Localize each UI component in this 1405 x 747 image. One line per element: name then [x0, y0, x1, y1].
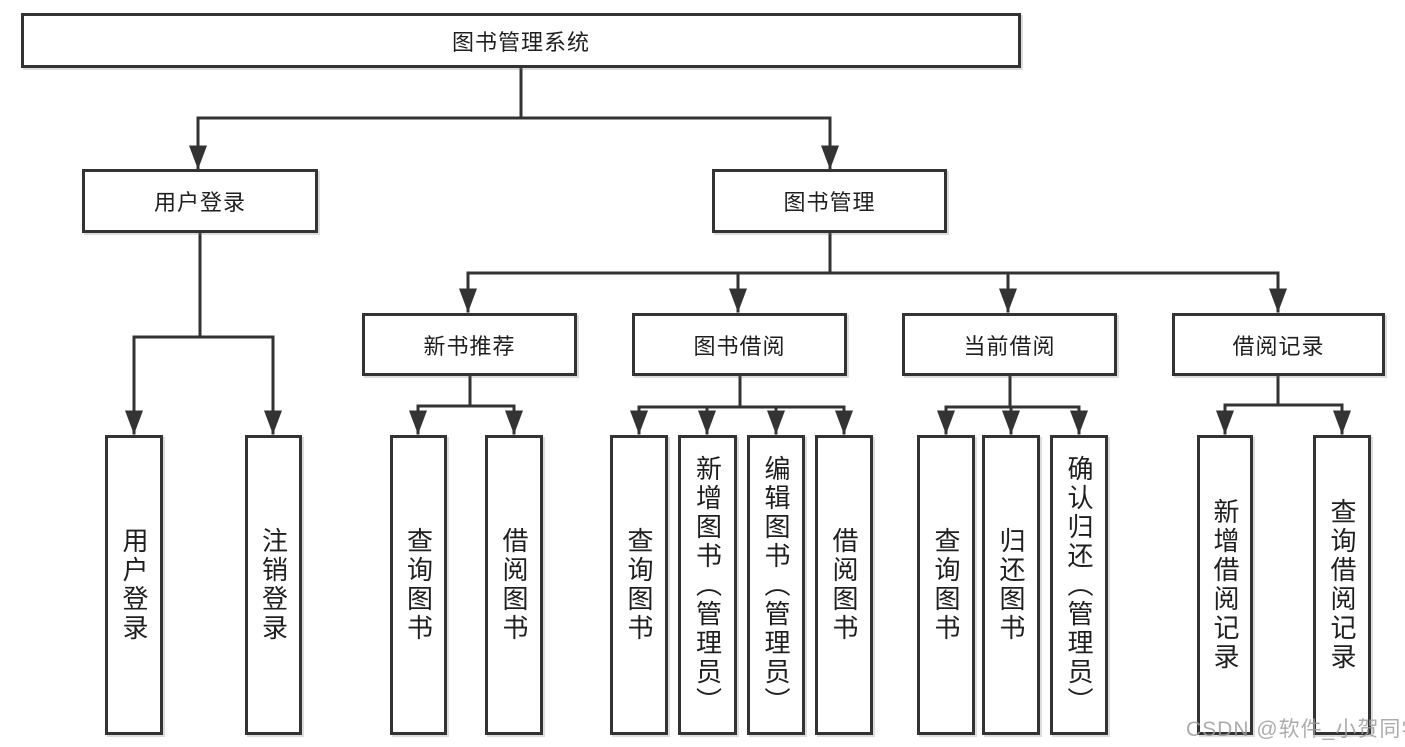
leaf-borrow-books: 借阅图书: [815, 435, 873, 735]
leaf-query-books-borrow: 查询图书: [610, 435, 668, 735]
node-borrow-records: 借阅记录: [1172, 313, 1385, 376]
connector-borrow-records-bus: [1223, 374, 1344, 407]
connector-root-bus: [196, 66, 832, 120]
connector-book-borrow-bus: [637, 374, 846, 409]
leaf-user-login: 用户登录: [105, 435, 163, 735]
leaf-logout: 注销登录: [245, 435, 302, 735]
node-user-login: 用户登录: [82, 169, 318, 233]
leaf-add-book-admin: 新增图书（管理员）: [678, 435, 737, 735]
node-current-borrow: 当前借阅: [902, 313, 1117, 376]
watermark: CSDN @软件_小贺同学: [1186, 718, 1405, 741]
connector-user-login-bus: [132, 231, 275, 339]
connector-current-borrow-bus: [944, 374, 1081, 409]
leaf-query-books-recommend: 查询图书: [390, 435, 447, 735]
leaf-query-borrow-record: 查询借阅记录: [1313, 435, 1371, 735]
leaf-query-books-current: 查询图书: [917, 435, 975, 735]
leaf-return-books: 归还图书: [982, 435, 1040, 735]
connector-new-book-bus: [416, 374, 516, 408]
node-root-system: 图书管理系统: [21, 13, 1021, 68]
connector-book-management-bus: [466, 231, 1280, 275]
leaf-confirm-return-admin: 确认归还（管理员）: [1050, 435, 1108, 735]
leaf-add-borrow-record: 新增借阅记录: [1197, 435, 1253, 735]
node-book-borrow: 图书借阅: [632, 313, 847, 376]
leaf-borrow-books-recommend: 借阅图书: [485, 435, 543, 735]
leaf-edit-book-admin: 编辑图书（管理员）: [747, 435, 805, 735]
node-book-management: 图书管理: [712, 169, 947, 233]
node-new-book-recommend: 新书推荐: [362, 313, 577, 376]
